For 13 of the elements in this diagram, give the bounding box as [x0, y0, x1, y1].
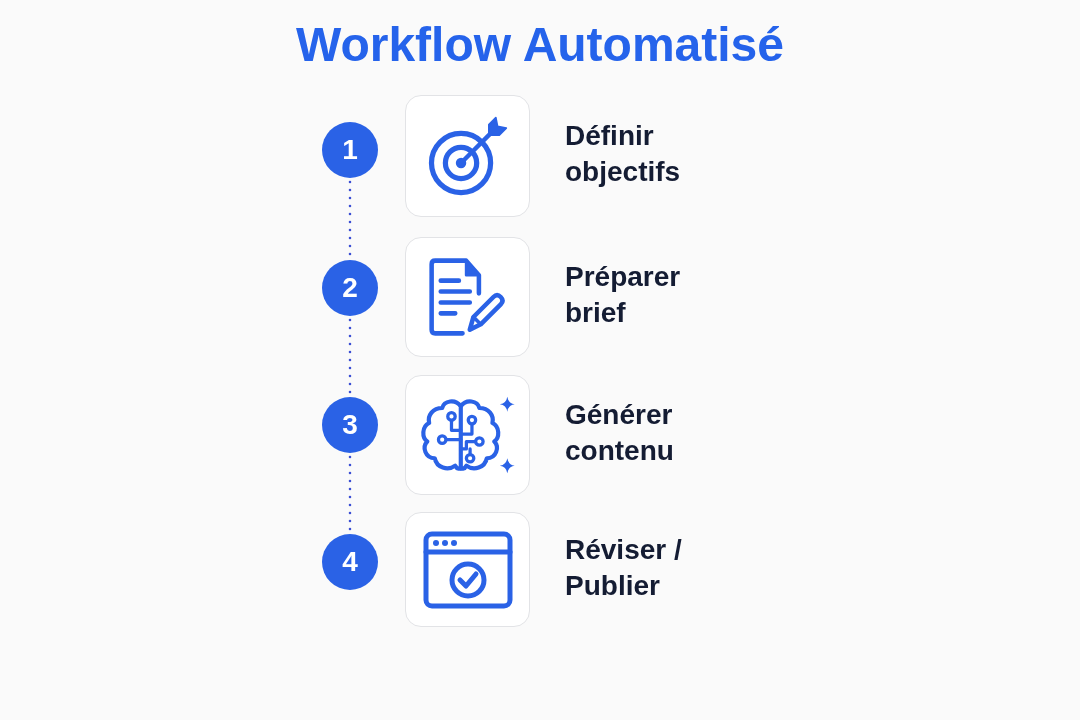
icon-tile [405, 512, 530, 627]
step-label: Générer contenu [565, 398, 675, 468]
step-number-circle: 1 [322, 122, 378, 178]
step-label: Définir objectifs [565, 119, 682, 189]
icon-tile [405, 95, 530, 217]
step-label: Réviser / Publier [565, 532, 683, 603]
icon-tile [405, 375, 530, 495]
step-number-circle: 4 [322, 534, 378, 590]
step-number-circle: 3 [322, 397, 378, 453]
step-number-circle: 2 [322, 260, 378, 316]
icon-tile [405, 237, 530, 357]
title: Workflow Automatisé [294, 17, 785, 73]
step-label: Préparer brief [565, 260, 682, 330]
